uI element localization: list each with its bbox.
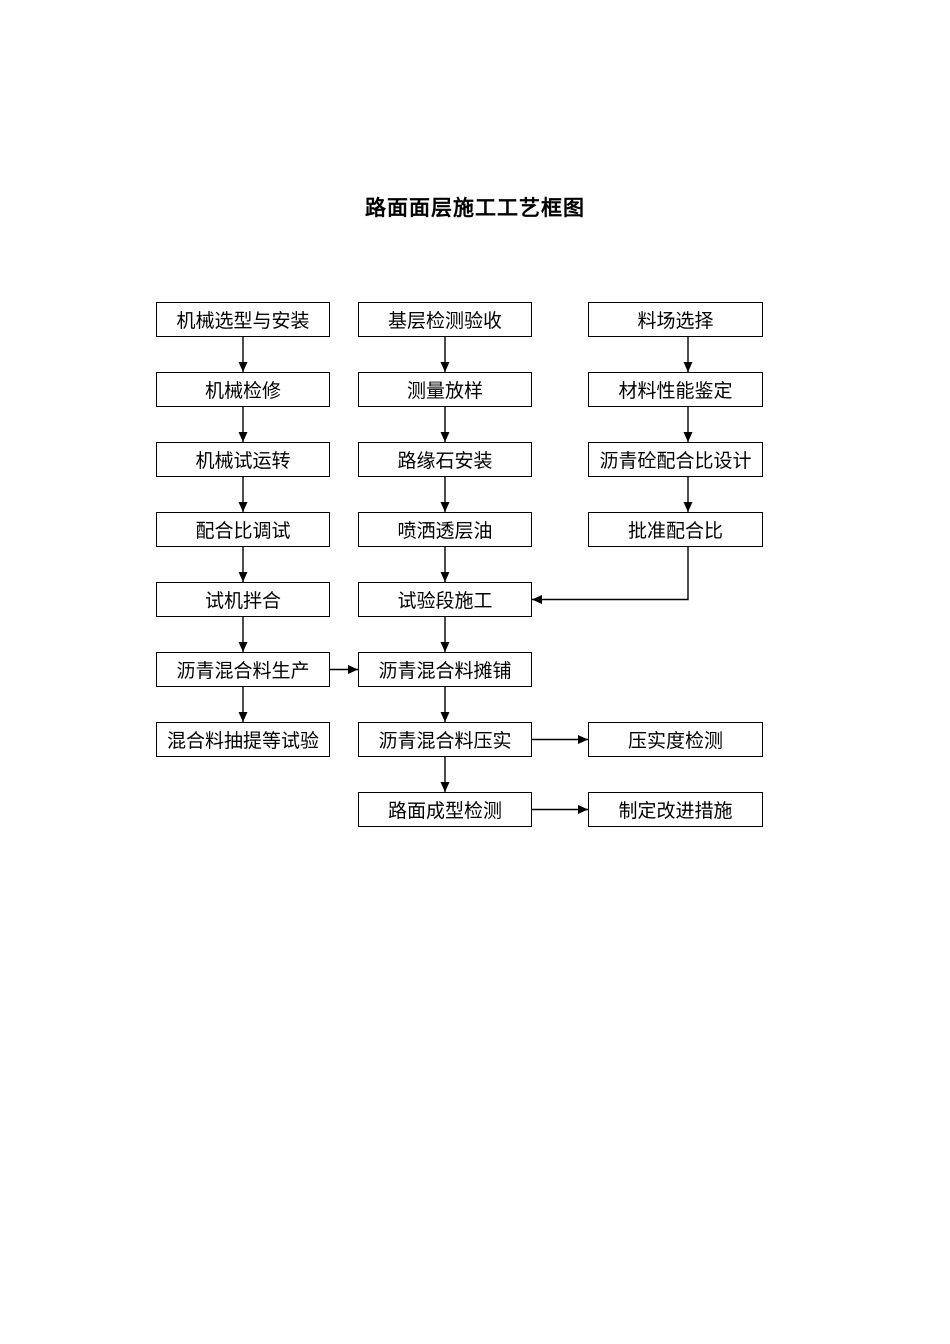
flow-node-pavement-forming-inspection: 路面成型检测: [358, 792, 532, 827]
flow-node-compaction-degree-inspection: 压实度检测: [588, 722, 763, 757]
flow-node-asphalt-mixture-compaction: 沥青混合料压实: [358, 722, 532, 757]
page-title: 路面面层施工工艺框图: [365, 196, 585, 220]
flow-node-survey-layout: 测量放样: [358, 372, 532, 407]
arrow-approval-to-trial-section: [532, 547, 689, 604]
flow-node-asphalt-mixture-production: 沥青混合料生产: [156, 652, 330, 687]
flow-node-trial-section-construction: 试验段施工: [358, 582, 532, 617]
flow-node-asphalt-mixture-paving: 沥青混合料摊铺: [358, 652, 532, 687]
flow-node-curb-installation: 路缘石安装: [358, 442, 532, 477]
flow-node-material-site-selection: 料场选择: [588, 302, 763, 337]
flow-node-machine-overhaul: 机械检修: [156, 372, 330, 407]
flow-node-mix-ratio-debugging: 配合比调试: [156, 512, 330, 547]
flow-node-asphalt-concrete-mix-design: 沥青砼配合比设计: [588, 442, 763, 477]
flow-node-trial-mixing: 试机拌合: [156, 582, 330, 617]
flow-node-material-performance-appraisal: 材料性能鉴定: [588, 372, 763, 407]
flow-node-machine-selection-installation: 机械选型与安装: [156, 302, 330, 337]
flow-node-machine-trial-run: 机械试运转: [156, 442, 330, 477]
flow-node-prime-coat-spraying: 喷洒透层油: [358, 512, 532, 547]
flow-node-base-inspection-acceptance: 基层检测验收: [358, 302, 532, 337]
flow-node-mixture-extraction-test: 混合料抽提等试验: [156, 722, 330, 757]
flow-node-improvement-measures: 制定改进措施: [588, 792, 763, 827]
flow-node-mix-ratio-approval: 批准配合比: [588, 512, 763, 547]
